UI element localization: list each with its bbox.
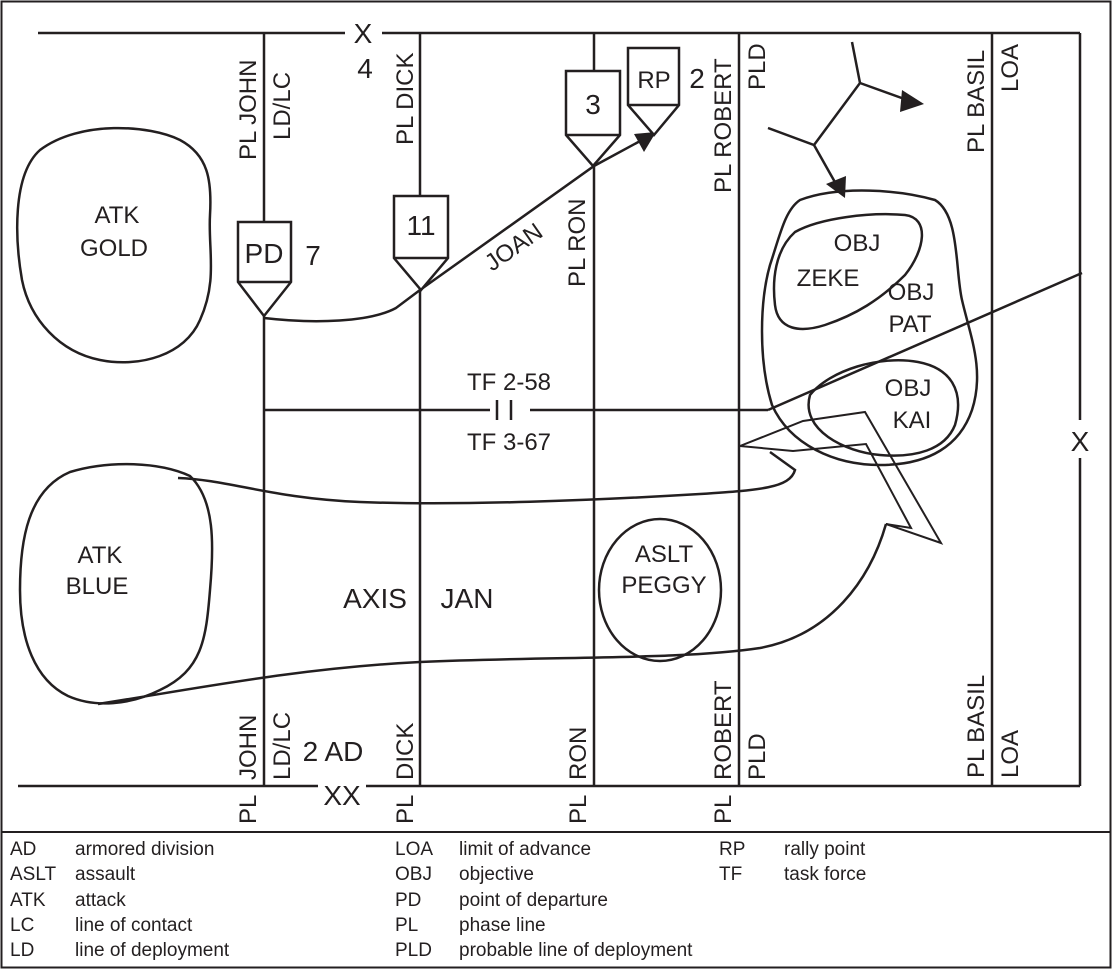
- legend-abbr: LC: [10, 915, 34, 936]
- ron-label-bottom: RON: [565, 727, 592, 780]
- corps-boundary-symbol: X: [354, 18, 373, 49]
- legend-meaning: point of departure: [459, 890, 608, 911]
- atk-gold-line1: ATK: [95, 202, 140, 229]
- legend-meaning: armored division: [75, 839, 214, 860]
- atk-blue-line2: BLUE: [66, 573, 129, 600]
- pl-basil-label-bottom: PL BASIL: [963, 675, 990, 778]
- legend-abbr: LOA: [395, 839, 433, 860]
- obj-pat-area: [760, 189, 979, 467]
- legend-meaning: assault: [75, 864, 136, 885]
- legend-abbr: ATK: [10, 890, 46, 911]
- legend-meaning: attack: [75, 890, 126, 911]
- legend-abbr: OBJ: [395, 864, 432, 885]
- route-joan-arrowhead: [634, 132, 656, 152]
- axis-jan-arrowhead: [739, 410, 944, 545]
- legend-abbr: AD: [10, 839, 36, 860]
- attack-arrow-east-head: [900, 90, 924, 112]
- pd-label: PD: [245, 238, 284, 269]
- legend-meaning: probable line of deployment: [459, 940, 693, 961]
- john-label-bottom: JOHN: [235, 715, 262, 780]
- axis-jan-south-edge: [97, 523, 888, 706]
- obj-zeke-area: [772, 213, 924, 331]
- atk-blue-line1: ATK: [78, 542, 123, 569]
- pl-john-label-top: PL JOHN: [235, 60, 262, 160]
- checkpoint-3: [564, 69, 622, 168]
- pl-ron-bottom: PL: [565, 795, 592, 824]
- legend-abbr: RP: [719, 839, 745, 860]
- checkpoint-11-label: 11: [406, 210, 435, 241]
- pl-robert-bottom: PL: [710, 795, 737, 824]
- pl-dick-bottom: PL: [392, 795, 419, 824]
- tf-south-label: TF 3-67: [467, 429, 551, 456]
- checkpoint-3-label: 3: [585, 89, 601, 120]
- obj-zeke-line1: OBJ: [834, 230, 881, 257]
- tf-boundary-diagonal: [767, 271, 1083, 412]
- legend-meaning: task force: [784, 864, 866, 885]
- checkpoint-11: [392, 194, 450, 292]
- route-joan-label: JOAN: [480, 218, 548, 277]
- axis-jan-name: JAN: [441, 583, 494, 614]
- legend-meaning: objective: [459, 864, 534, 885]
- pl-robert-label-top: PL ROBERT: [710, 58, 737, 193]
- dick-label-bottom: DICK: [392, 723, 419, 780]
- attack-arrow-branch-south: [812, 144, 838, 185]
- rally-point: [626, 46, 681, 137]
- obj-zeke-line2: ZEKE: [797, 265, 860, 292]
- loa-label-top: LOA: [997, 44, 1024, 92]
- legend-meaning: phase line: [459, 915, 546, 936]
- ld-lc-label-bottom: LD/LC: [269, 712, 296, 780]
- atk-blue-area: [18, 462, 214, 705]
- division-unit: 2 AD: [303, 736, 364, 767]
- legend-meaning: line of contact: [75, 915, 193, 936]
- legend-abbr: TF: [719, 864, 742, 885]
- route-joan: [263, 138, 643, 323]
- axis-jan-north-edge: [177, 450, 797, 505]
- obj-pat-line2: PAT: [888, 311, 931, 338]
- pd-number: 7: [305, 240, 321, 271]
- legend-abbr: PL: [395, 915, 418, 936]
- corps-number: 4: [357, 53, 373, 84]
- legend-meaning: limit of advance: [459, 839, 591, 860]
- pl-dick-label-top: PL DICK: [392, 53, 419, 145]
- aslt-peggy-area: [597, 517, 723, 663]
- obj-kai-line2: KAI: [893, 407, 932, 434]
- pl-john-bottom: PL: [235, 795, 262, 824]
- obj-kai-line1: OBJ: [885, 375, 932, 402]
- aslt-peggy-line1: ASLT: [635, 541, 694, 568]
- atk-gold-area: [16, 126, 213, 364]
- pld-label-bottom: PLD: [744, 733, 771, 780]
- corps-boundary-right-symbol: X: [1071, 426, 1090, 457]
- attack-arrow-south-head: [826, 176, 846, 198]
- attack-arrow-branch-main: [767, 41, 862, 147]
- pd-checkpoint: [236, 220, 293, 319]
- pld-label-top: PLD: [744, 43, 771, 90]
- legend-abbr: ASLT: [10, 864, 57, 885]
- rally-point-number: 2: [689, 63, 705, 94]
- obj-kai-area: [807, 359, 960, 457]
- tf-north-label: TF 2-58: [467, 369, 551, 396]
- legend-meaning: rally point: [784, 839, 866, 860]
- legend-abbr: PD: [395, 890, 421, 911]
- obj-pat-line1: OBJ: [888, 279, 935, 306]
- rally-point-label: RP: [637, 67, 670, 94]
- pl-basil-label-top: PL BASIL: [963, 50, 990, 153]
- division-boundary-symbol: XX: [323, 780, 361, 811]
- pl-ron-label-mid: PL RON: [564, 199, 591, 287]
- loa-label-bottom: LOA: [997, 730, 1024, 778]
- axis-jan-word: AXIS: [343, 583, 407, 614]
- legend: AD armored division ASLT assault ATK att…: [10, 839, 866, 961]
- legend-meaning: line of deployment: [75, 940, 230, 961]
- aslt-peggy-line2: PEGGY: [621, 572, 706, 599]
- robert-label-bottom: ROBERT: [710, 680, 737, 780]
- atk-gold-line2: GOLD: [80, 235, 148, 262]
- ld-lc-label-top: LD/LC: [269, 72, 296, 140]
- legend-abbr: PLD: [395, 940, 432, 961]
- legend-abbr: LD: [10, 940, 34, 961]
